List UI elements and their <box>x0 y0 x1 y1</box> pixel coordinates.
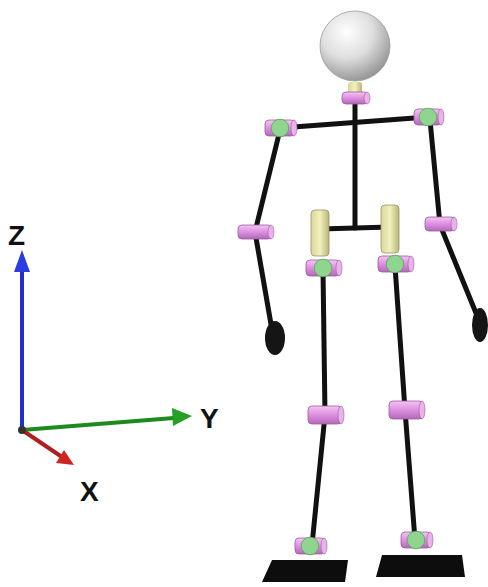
joint <box>414 108 444 126</box>
joint-cap <box>408 256 414 272</box>
z-axis <box>20 268 24 430</box>
joint-cylinder <box>425 217 455 231</box>
joint-cap <box>364 92 370 104</box>
joint-cap <box>321 538 327 554</box>
joint-cap <box>338 406 344 424</box>
head-sphere <box>320 11 390 81</box>
joint-cylinder <box>265 120 295 136</box>
joint <box>401 531 433 549</box>
joints <box>238 92 457 555</box>
joint <box>342 92 370 104</box>
right-hand <box>472 308 488 342</box>
left-foot <box>262 560 348 582</box>
joint <box>265 119 297 137</box>
joint-cap <box>336 260 342 276</box>
joint-disc <box>301 537 319 555</box>
joint <box>308 406 344 424</box>
joint-cap <box>268 225 274 239</box>
axis-label: Z <box>8 222 25 250</box>
y-axis <box>22 418 174 430</box>
hip-bar <box>320 227 390 229</box>
z-arrowhead <box>14 250 30 272</box>
joint <box>425 217 457 231</box>
joint-disc <box>386 255 404 273</box>
joint <box>295 537 327 555</box>
joint <box>238 225 274 239</box>
joint-cylinder <box>238 225 272 239</box>
axis-label: X <box>80 478 99 506</box>
joint-cylinder <box>306 260 340 276</box>
joint-disc <box>271 119 289 137</box>
axis-label: Y <box>200 405 219 433</box>
right-hip-cylinder <box>381 205 399 253</box>
robot-links <box>255 100 478 545</box>
origin <box>18 426 26 434</box>
joint-disc <box>314 259 332 277</box>
joint-cylinder <box>295 538 325 554</box>
joint <box>378 255 414 273</box>
joint <box>306 259 342 277</box>
joint-cap <box>427 532 433 548</box>
joint-cylinder <box>378 256 412 272</box>
y-arrowhead <box>172 408 192 426</box>
joint <box>389 401 425 419</box>
joint-cylinder <box>389 401 423 419</box>
joint-cap <box>451 217 457 231</box>
left-hip-cylinder <box>311 210 329 256</box>
x-arrowhead <box>56 450 74 465</box>
joint-cylinder <box>308 406 342 424</box>
right-foot <box>376 555 465 577</box>
axis-triad <box>14 250 192 465</box>
joint-disc <box>419 108 437 126</box>
joint-cylinder <box>401 532 431 548</box>
joint-cap <box>419 401 425 419</box>
joint-disc <box>407 531 425 549</box>
left-hand <box>265 321 285 355</box>
joint-cap <box>291 120 297 136</box>
joint-cap <box>438 109 444 125</box>
x-axis <box>22 430 62 457</box>
spine <box>353 100 358 228</box>
